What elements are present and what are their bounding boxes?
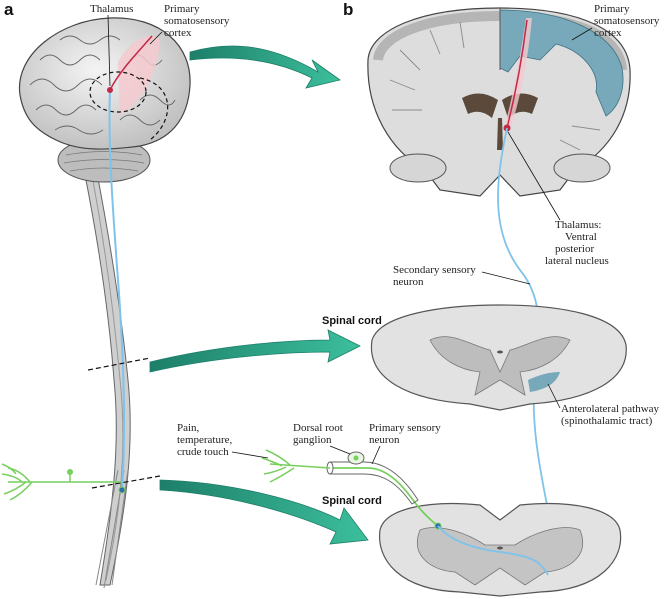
secondary-leader: [481, 271, 531, 285]
vpl-line1: Thalamus:: [555, 219, 601, 231]
vpl-line3: posterior: [555, 243, 594, 255]
thalamocortical-a: [109, 35, 153, 91]
spinal-cord-midline: [91, 174, 124, 581]
psc-b-line1: Primary: [594, 3, 630, 15]
peripheral-nerve-a: [1, 463, 122, 501]
psc-a-line3: cortex: [164, 27, 192, 39]
psc-b-line3: cortex: [594, 27, 622, 39]
pain-line2: temperature,: [177, 434, 233, 446]
cerebellum-folia: [63, 151, 145, 172]
psc-a-line2: somatosensory: [164, 15, 230, 27]
third-ventricle: [497, 118, 503, 150]
arrow-to-lower-cord: [159, 479, 369, 545]
primary-afferent-b: [330, 467, 439, 527]
primary-somatosensory-cortex-b: [499, 9, 624, 117]
psc-b-line2: somatosensory: [594, 15, 660, 27]
drg-cell-body-b: [353, 455, 359, 461]
thalamus-leader: [107, 14, 111, 87]
cut-line-upper: [87, 357, 151, 371]
left-temporal-lobe: [389, 153, 447, 183]
primary-neuron-line1: Primary sensory: [369, 422, 441, 434]
spinal-cord-label-1: Spinal cord: [322, 315, 382, 327]
arrow-to-brain-section: [189, 45, 341, 89]
panel-a-letter: a: [4, 0, 14, 19]
anterolateral-tract-upper: [528, 372, 560, 392]
cut-line-lower: [91, 475, 161, 489]
primary-neuron-leader: [371, 445, 381, 465]
panel-b-letter: b: [343, 0, 353, 19]
vpl-line4: lateral nucleus: [545, 255, 609, 267]
psc-b-leader: [571, 27, 593, 41]
vpl-line2: Ventral: [565, 231, 597, 243]
central-canal-lower: [497, 546, 503, 550]
pain-line3: crude touch: [177, 446, 229, 458]
psc-a-leader: [149, 31, 163, 45]
thalamus-dot-a: [107, 87, 113, 93]
upper-cord-section: [370, 304, 627, 411]
peripheral-nerve-b: [261, 449, 331, 483]
pain-line1: Pain,: [177, 422, 200, 434]
anterolateral-leader: [547, 383, 561, 409]
vpl-leader: [507, 131, 561, 221]
right-temporal-lobe: [553, 153, 611, 183]
central-canal-upper: [497, 350, 503, 354]
pain-leader: [231, 451, 269, 459]
section-dashed-curve: [139, 77, 169, 141]
pathway-a-blue: [108, 89, 126, 491]
arrow-to-upper-cord: [149, 329, 361, 373]
psc-a-line1: Primary: [164, 3, 200, 15]
drg-leader: [329, 445, 351, 455]
drg-dot-a: [67, 469, 73, 475]
secondary-line1: Secondary sensory: [393, 264, 476, 276]
drg-line2: ganglion: [293, 434, 332, 446]
section-dashed-outline: [89, 71, 147, 113]
decussating-axon-b: [437, 525, 549, 576]
left-ventricle: [462, 93, 498, 118]
section-sulci: [389, 21, 601, 151]
thalamocortical-axon-b: [506, 19, 528, 129]
cortex-highlight-a: [118, 36, 160, 115]
drg-line1: Dorsal root: [293, 422, 343, 434]
spinal-cord-label-2: Spinal cord: [322, 495, 382, 507]
anterolateral-line2: (spinothalamic tract): [561, 415, 653, 427]
upper-cord-gray-matter: [429, 336, 571, 396]
thalamus-label: Thalamus: [90, 3, 133, 15]
anterolateral-line1: Anterolateral pathway: [561, 403, 660, 415]
secondary-line2: neuron: [393, 276, 424, 288]
synapse-dot-a: [118, 486, 126, 494]
dorsal-root-sheath: [329, 461, 419, 505]
primary-neuron-line2: neuron: [369, 434, 400, 446]
